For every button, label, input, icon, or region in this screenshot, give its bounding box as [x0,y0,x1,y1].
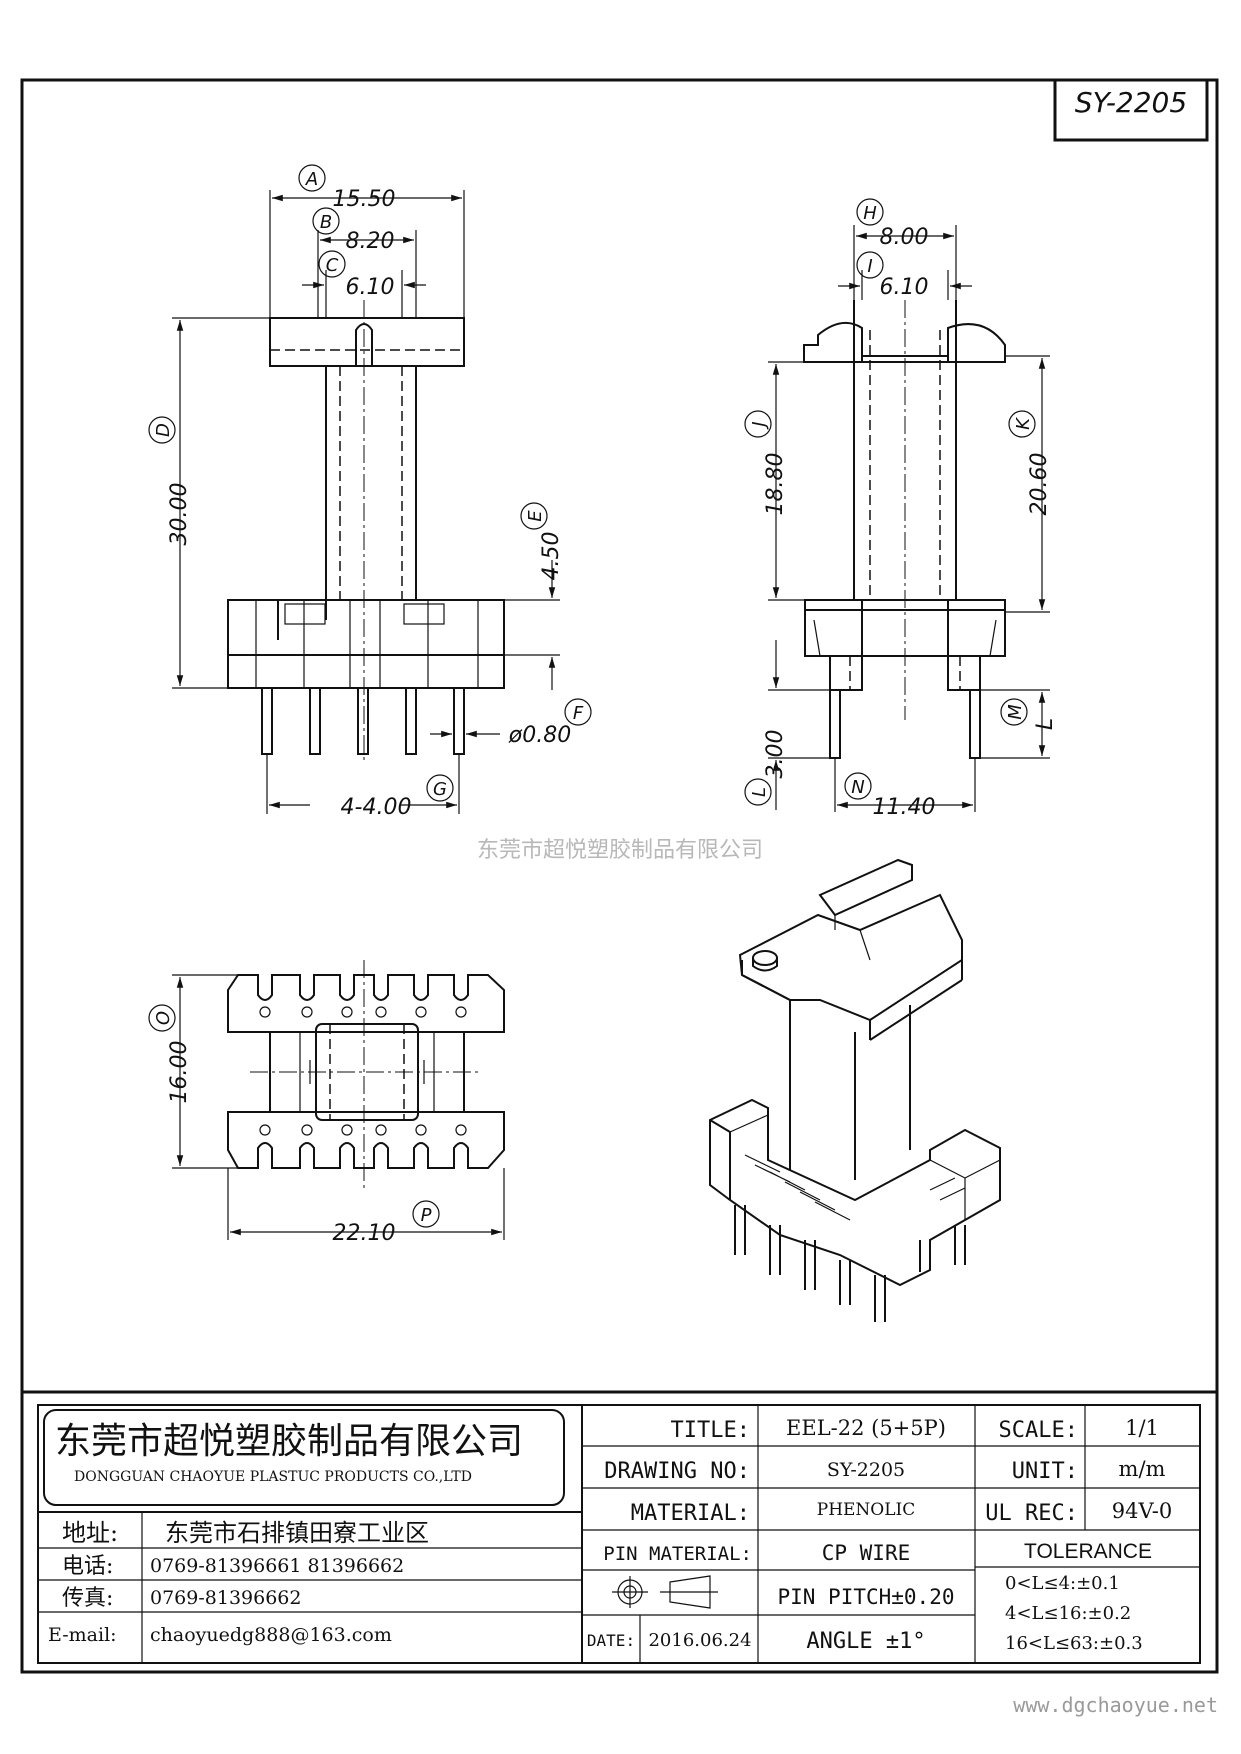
svg-text:22.10: 22.10 [333,1221,396,1246]
svg-text:4.50: 4.50 [539,532,564,581]
svg-text:0769-81396662: 0769-81396662 [150,1587,301,1609]
svg-text:EEL-22 (5+5P): EEL-22 (5+5P) [786,1416,946,1440]
title-block: 东莞市超悦塑胶制品有限公司 DONGGUAN CHAOYUE PLASTUC P… [22,1390,1217,1664]
company-name-cn: 东莞市超悦塑胶制品有限公司 [55,1421,523,1462]
svg-text:PIN PITCH±0.20: PIN PITCH±0.20 [777,1585,954,1609]
svg-text:m/m: m/m [1119,1457,1166,1481]
watermark-company: 东莞市超悦塑胶制品有限公司 [477,838,763,863]
svg-text:SCALE:: SCALE: [999,1418,1078,1443]
svg-text:30.00: 30.00 [167,483,192,546]
svg-text:0<L≤4:±0.1: 0<L≤4:±0.1 [1005,1573,1120,1594]
svg-text:15.50: 15.50 [333,187,396,212]
svg-text:UL REC:: UL REC: [985,1501,1078,1526]
side-view-dimensions: H 8.00 I 6.10 J 18.80 K 20.60 3.00 L M L [744,198,1058,820]
svg-text:N: N [851,777,864,798]
svg-text:SY-2205: SY-2205 [827,1459,905,1481]
svg-text:J: J [749,421,770,429]
watermark-url: www.dgchaoyue.net [1013,1693,1218,1717]
bottom-view [227,960,505,1190]
svg-text:PHENOLIC: PHENOLIC [817,1500,916,1520]
svg-text:D: D [153,423,174,437]
drawing-code: SY-2205 [1075,86,1187,119]
svg-text:4-4.00: 4-4.00 [341,795,412,820]
svg-text:地址:: 地址: [62,1519,118,1547]
svg-text:M: M [1005,704,1026,720]
svg-text:传真:: 传真: [62,1586,113,1611]
svg-text:K: K [1013,417,1034,430]
company-name-en: DONGGUAN CHAOYUE PLASTUC PRODUCTS CO.,LT… [74,1469,472,1485]
svg-text:CP WIRE: CP WIRE [822,1541,911,1565]
svg-text:16.00: 16.00 [167,1041,192,1104]
svg-text:B: B [320,212,332,233]
svg-text:DRAWING NO:: DRAWING NO: [604,1459,750,1484]
svg-text:16<L≤63:±0.3: 16<L≤63:±0.3 [1005,1633,1143,1654]
svg-text:UNIT:: UNIT: [1012,1459,1078,1484]
front-view-dimensions: A 15.50 B 8.20 C 6.10 D 30.00 E 4.50 ø0.… [148,164,592,820]
svg-text:PIN MATERIAL:: PIN MATERIAL: [603,1543,752,1565]
svg-text:4<L≤16:±0.2: 4<L≤16:±0.2 [1005,1603,1131,1624]
svg-text:L: L [1033,718,1058,730]
svg-text:0769-81396661 81396662: 0769-81396661 81396662 [150,1555,404,1577]
svg-text:L: L [749,787,770,797]
svg-text:11.40: 11.40 [873,795,936,820]
isometric-view [709,858,1001,1322]
svg-text:8.20: 8.20 [346,229,395,254]
sheet-border [20,78,1219,1674]
svg-text:6.10: 6.10 [346,275,395,300]
svg-text:3.00: 3.00 [763,730,788,779]
svg-text:E-mail:: E-mail: [48,1624,117,1646]
svg-text:东莞市石排镇田寮工业区: 东莞市石排镇田寮工业区 [165,1519,429,1547]
svg-text:I: I [867,256,872,277]
svg-text:18.80: 18.80 [763,453,788,516]
side-view [803,300,1006,759]
svg-text:电话:: 电话: [62,1554,113,1579]
svg-text:H: H [863,203,877,224]
svg-text:A: A [305,169,318,190]
svg-text:E: E [525,510,546,522]
svg-text:94V-0: 94V-0 [1112,1499,1172,1523]
svg-text:1/1: 1/1 [1125,1416,1159,1440]
svg-text:ø0.80: ø0.80 [508,723,571,748]
svg-text:C: C [326,255,339,276]
svg-text:F: F [573,703,584,724]
svg-text:P: P [421,1205,432,1226]
svg-text:O: O [153,1011,174,1025]
svg-text:20.60: 20.60 [1027,453,1052,516]
svg-text:6.10: 6.10 [880,275,929,300]
svg-text:TITLE:: TITLE: [671,1418,750,1443]
svg-text:MATERIAL:: MATERIAL: [631,1501,750,1526]
bottom-view-dimensions: O 16.00 22.10 P [148,974,505,1246]
svg-text:2016.06.24: 2016.06.24 [648,1630,751,1651]
svg-text:TOLERANCE: TOLERANCE [1024,1540,1152,1563]
svg-text:ANGLE ±1°: ANGLE ±1° [806,1629,925,1654]
svg-text:DATE:: DATE: [587,1631,635,1650]
projection-symbol-icon [612,1575,718,1609]
front-view [227,300,505,760]
svg-text:chaoyuedg888@163.com: chaoyuedg888@163.com [150,1624,392,1646]
svg-text:G: G [433,779,447,800]
drawing-code-box [1053,78,1209,142]
svg-text:8.00: 8.00 [880,225,929,250]
